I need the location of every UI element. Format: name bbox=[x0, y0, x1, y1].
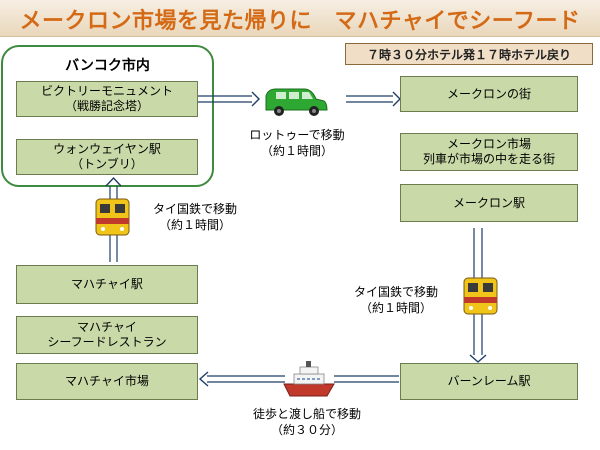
node-label: マハチャイ bbox=[77, 320, 137, 334]
train-right-note: タイ国鉄で移動 （約１時間） bbox=[336, 284, 456, 316]
node-label: ビクトリーモニュメント bbox=[40, 84, 173, 98]
train-icon bbox=[95, 198, 130, 236]
node-maeklong-market: メークロン市場 列車が市場の中を走る街 bbox=[400, 133, 578, 171]
arrow-victory-to-van bbox=[198, 91, 260, 107]
note-line: （約１時間） bbox=[359, 301, 432, 315]
note-line: （約１時間） bbox=[158, 218, 231, 232]
node-mahachai-restaurant: マハチャイ シーフードレストラン bbox=[16, 316, 198, 354]
bangkok-area: バンコク市内 bbox=[1, 45, 214, 187]
van-note: ロットゥーで移動 （約１時間） bbox=[232, 127, 362, 159]
area-label: バンコク市内 bbox=[65, 58, 150, 74]
ferry-icon bbox=[283, 361, 335, 397]
node-sublabel: 列車が市場の中を走る街 bbox=[422, 152, 555, 166]
note-line: （約３０分） bbox=[270, 423, 343, 437]
node-label: メークロン駅 bbox=[452, 195, 525, 210]
title-bar: メークロン市場を見た帰りに マハチャイでシーフード bbox=[0, 0, 600, 37]
schedule-badge: ７時３０分ホテル発１７時ホテル戻り bbox=[345, 43, 593, 65]
node-wongwian-station: ウォンウェイヤン駅 （トンブリ） bbox=[16, 139, 198, 175]
node-maeklong-town: メークロンの街 bbox=[400, 76, 578, 112]
page-title: メークロン市場を見た帰りに マハチャイでシーフード bbox=[19, 9, 581, 34]
node-banlaem-station: バーンレーム駅 bbox=[400, 363, 578, 400]
node-label: バーンレーム駅 bbox=[447, 374, 531, 388]
node-mahachai-station: マハチャイ駅 bbox=[16, 265, 198, 304]
node-sublabel: （トンブリ） bbox=[71, 157, 143, 171]
node-sublabel: シーフードレストラン bbox=[47, 335, 167, 349]
node-label: メークロンの街 bbox=[446, 86, 531, 101]
arrow-banlaem-to-market bbox=[198, 371, 399, 387]
node-maeklong-station: メークロン駅 bbox=[400, 184, 578, 222]
node-victory-monument: ビクトリーモニュメント （戦勝記念塔） bbox=[16, 81, 198, 117]
node-label: マハチャイ駅 bbox=[71, 277, 143, 291]
ferry-note: 徒歩と渡し船で移動 （約３０分） bbox=[236, 406, 378, 438]
node-mahachai-market: マハチャイ市場 bbox=[16, 363, 198, 400]
arrow-van-to-maeklong bbox=[346, 91, 401, 107]
node-sublabel: （戦勝記念塔） bbox=[64, 99, 149, 113]
note-line: （約１時間） bbox=[260, 144, 333, 158]
node-label: ウォンウェイヤン駅 bbox=[53, 142, 161, 156]
train-icon bbox=[463, 277, 498, 315]
note-line: タイ国鉄で移動 bbox=[152, 202, 237, 216]
note-line: 徒歩と渡し船で移動 bbox=[252, 407, 361, 421]
node-label: メークロン市場 bbox=[446, 137, 531, 151]
van-icon bbox=[265, 88, 328, 116]
node-label: マハチャイ市場 bbox=[65, 374, 149, 388]
train-left-note: タイ国鉄で移動 （約１時間） bbox=[136, 201, 254, 233]
note-line: ロットゥーで移動 bbox=[249, 128, 345, 142]
note-line: タイ国鉄で移動 bbox=[353, 285, 438, 299]
